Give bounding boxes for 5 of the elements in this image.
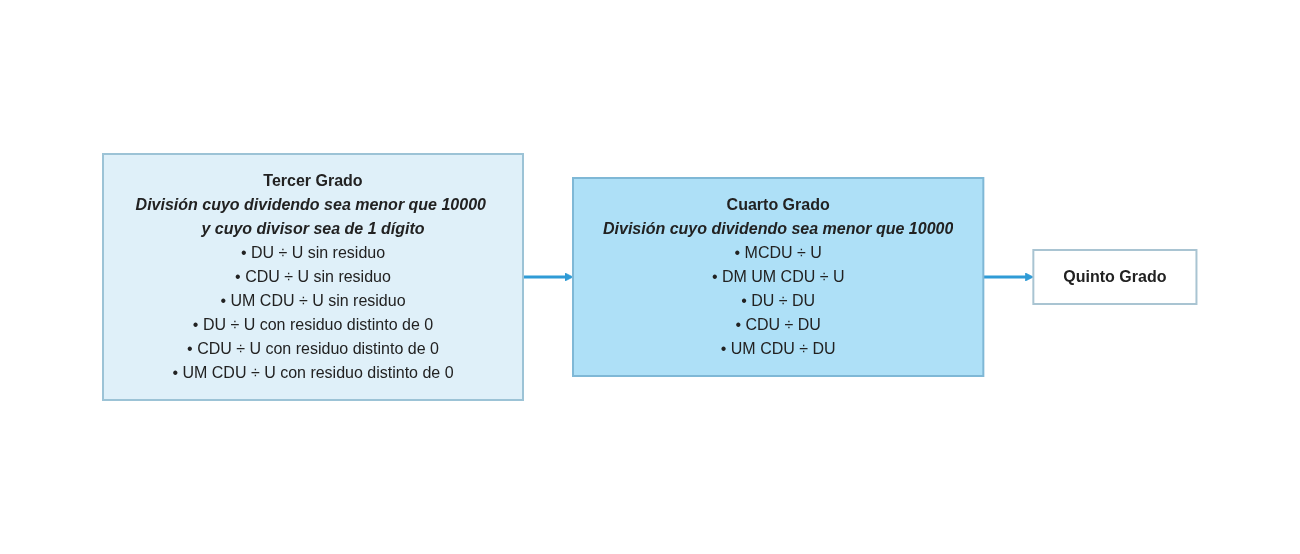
node-box: Cuarto Grado División cuyo dividendo sea menor que 10000 • MCDU ÷ U • DM UM CDU ÷ U • DU ÷ DU • CDU ÷ DU • UM CDU ÷ DU bbox=[572, 177, 985, 377]
node-box: Quinto Grado bbox=[1032, 249, 1198, 305]
node-box: Tercer Grado División cuyo dividendo sea menor que 10000 y cuyo divisor sea de 1 dígito • DU ÷ U sin residuo • CDU ÷ U sin residuo • UM CDU ÷ U sin residuo • DU ÷ U con residuo distinto de 0 • CDU ÷ U con residuo distinto de 0 • UM CDU ÷ U con residuo distinto de 0 bbox=[102, 153, 525, 401]
arrow bbox=[523, 272, 574, 282]
arrow bbox=[983, 272, 1034, 282]
